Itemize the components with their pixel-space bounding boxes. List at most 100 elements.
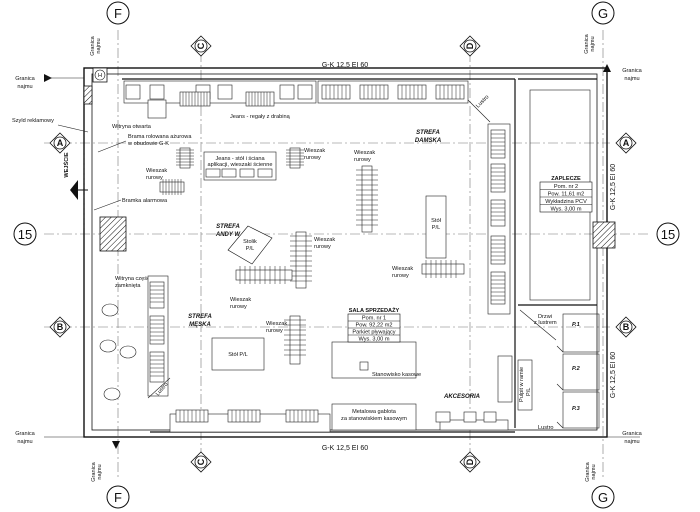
svg-text:Granica: Granica <box>91 461 97 481</box>
fitting-room-p1: P.1 <box>572 322 580 328</box>
section-marker-c-bottom: C <box>190 451 212 473</box>
svg-text:Pom. nr 2: Pom. nr 2 <box>554 184 578 190</box>
rail-e <box>235 266 293 284</box>
granica-right-lower: Granica najmu <box>607 431 643 445</box>
fitting-room-p3: P.3 <box>572 406 581 412</box>
svg-text:Wieszak: Wieszak <box>230 297 251 303</box>
bottom-shelving <box>169 409 331 433</box>
granica-top-right: Granica najmu <box>584 33 596 53</box>
grid-bubble-g-bottom: G <box>591 485 615 509</box>
svg-text:najmu: najmu <box>17 439 32 445</box>
svg-text:za stanowiskiem kasowym: za stanowiskiem kasowym <box>341 416 407 422</box>
metalowa-gablota: Metalowa gablota za stanowiskiem kasowym <box>331 403 417 431</box>
section-marker-d-bottom: D <box>459 451 481 473</box>
svg-text:rurowy: rurowy <box>146 175 163 181</box>
svg-text:rurowy: rurowy <box>354 157 371 163</box>
svg-text:MĘSKA: MĘSKA <box>189 322 211 328</box>
grid-bubble-g-top: G <box>591 1 615 25</box>
svg-text:Pulpit w ramie: Pulpit w ramie <box>519 367 525 402</box>
wieszak-label-7: Wieszak rurowy <box>392 266 413 279</box>
svg-text:Metalowa gablota: Metalowa gablota <box>352 409 397 415</box>
granica-left-upper: Granica najmu <box>15 74 84 90</box>
szyld-label: Szyld reklamowy <box>12 118 54 124</box>
svg-text:G: G <box>598 490 608 505</box>
svg-text:najmu: najmu <box>624 439 639 445</box>
rail-d <box>290 231 312 289</box>
bramka-label: Bramka alarmowa <box>122 198 168 204</box>
svg-text:zamknięta: zamknięta <box>115 283 141 289</box>
svg-text:P/L: P/L <box>526 388 532 396</box>
svg-text:rurowy: rurowy <box>314 244 331 250</box>
column-top-left <box>83 85 93 105</box>
hydrant-marker: H <box>92 67 108 83</box>
svg-text:DAMSKA: DAMSKA <box>415 138 441 144</box>
svg-text:Pow. 92,22 m2: Pow. 92,22 m2 <box>355 323 392 329</box>
right-wall-racks <box>487 123 511 315</box>
svg-text:Parkiet pływający: Parkiet pływający <box>352 330 395 336</box>
wieszak-label-3: Wieszak rurowy <box>146 168 167 181</box>
wall-label-bottom: G-K 12,5 EI 60 <box>322 445 368 452</box>
grid-bubble-f-top: F <box>106 1 130 25</box>
svg-text:Stół: Stół <box>431 218 441 224</box>
svg-text:A: A <box>57 138 64 148</box>
granica-right-upper: Granica najmu <box>603 64 643 82</box>
granica-bottom-right: Granica najmu <box>585 461 597 481</box>
svg-text:Granica: Granica <box>622 431 642 437</box>
column-right <box>592 221 616 249</box>
wall-label-top: G-K 12,5 EI 60 <box>322 62 368 69</box>
svg-text:D: D <box>465 42 475 49</box>
rail-f <box>284 315 306 365</box>
granica-left-lower: Granica najmu <box>15 431 84 445</box>
grid-bubble-15-left: 15 <box>13 222 37 246</box>
top-rack-left <box>179 91 211 107</box>
svg-text:Brama rolowana ażurowa: Brama rolowana ażurowa <box>128 134 192 140</box>
rail-g <box>421 260 465 278</box>
grid-marker-b-left: B <box>49 316 71 338</box>
wieszak-label-2: Wieszak rurowy <box>354 150 375 163</box>
grid-marker-a-right: A <box>615 132 637 154</box>
witryna-zamknieta-label: Witryna częściowo zamknięta <box>115 276 161 289</box>
svg-text:rurowy: rurowy <box>230 304 247 310</box>
svg-text:F: F <box>114 6 122 21</box>
top-right-racks <box>317 80 469 104</box>
svg-text:Jeans - stół i ściana: Jeans - stół i ściana <box>215 156 265 162</box>
svg-text:15: 15 <box>661 227 675 242</box>
granica-top-left: Granica najmu <box>90 35 102 55</box>
svg-text:Pow. 11,61 m2: Pow. 11,61 m2 <box>548 192 585 198</box>
svg-text:B: B <box>57 322 64 332</box>
svg-text:najmu: najmu <box>624 76 639 82</box>
wieszak-label-1: Wieszak rurowy <box>304 148 325 161</box>
svg-text:Granica: Granica <box>622 68 642 74</box>
svg-text:H: H <box>98 73 102 79</box>
section-marker-d-top: D <box>459 35 481 57</box>
wieszak-label-4: Wieszak rurowy <box>314 237 335 250</box>
svg-text:najmu: najmu <box>590 36 596 51</box>
svg-text:Stolik: Stolik <box>243 239 257 245</box>
stanowisko-kasowe: Stanowisko kasowe <box>331 341 421 379</box>
svg-text:Pom. nr 1: Pom. nr 1 <box>362 316 386 322</box>
svg-text:Stanowisko kasowe: Stanowisko kasowe <box>372 372 421 378</box>
svg-text:rurowy: rurowy <box>266 328 283 334</box>
column-left <box>99 216 127 252</box>
svg-text:rurowy: rurowy <box>304 155 321 161</box>
stol-bottom: Stół P/L <box>211 337 265 371</box>
entrance-arrow: WEJŚCIE <box>63 152 88 200</box>
brama-label: Brama rolowana ażurowa w obudowie G-K <box>127 134 192 147</box>
svg-text:Witryna częściowo: Witryna częściowo <box>115 276 161 282</box>
stolik-pl: Stolik P/L <box>227 225 273 265</box>
svg-text:Lustro: Lustro <box>475 94 490 109</box>
svg-text:najmu: najmu <box>97 464 103 479</box>
svg-text:SALA SPRZEDAŻY: SALA SPRZEDAŻY <box>349 307 400 314</box>
svg-text:najmu: najmu <box>96 38 102 53</box>
lustro-bottom-label: Lustro <box>538 425 554 431</box>
grid-bubble-f-bottom: F <box>106 485 130 509</box>
section-marker-c-top: C <box>190 35 212 57</box>
svg-text:15: 15 <box>18 227 32 242</box>
fitting-rooms: P.1 P.2 P.3 <box>556 313 600 429</box>
granica-bottom-left: Granica najmu <box>91 441 120 482</box>
lustro-top: Lustro <box>467 94 490 123</box>
display-mannequins <box>99 303 137 401</box>
svg-text:A: A <box>623 138 630 148</box>
svg-text:STREFA: STREFA <box>416 130 440 136</box>
rail-center-vertical <box>356 165 378 233</box>
